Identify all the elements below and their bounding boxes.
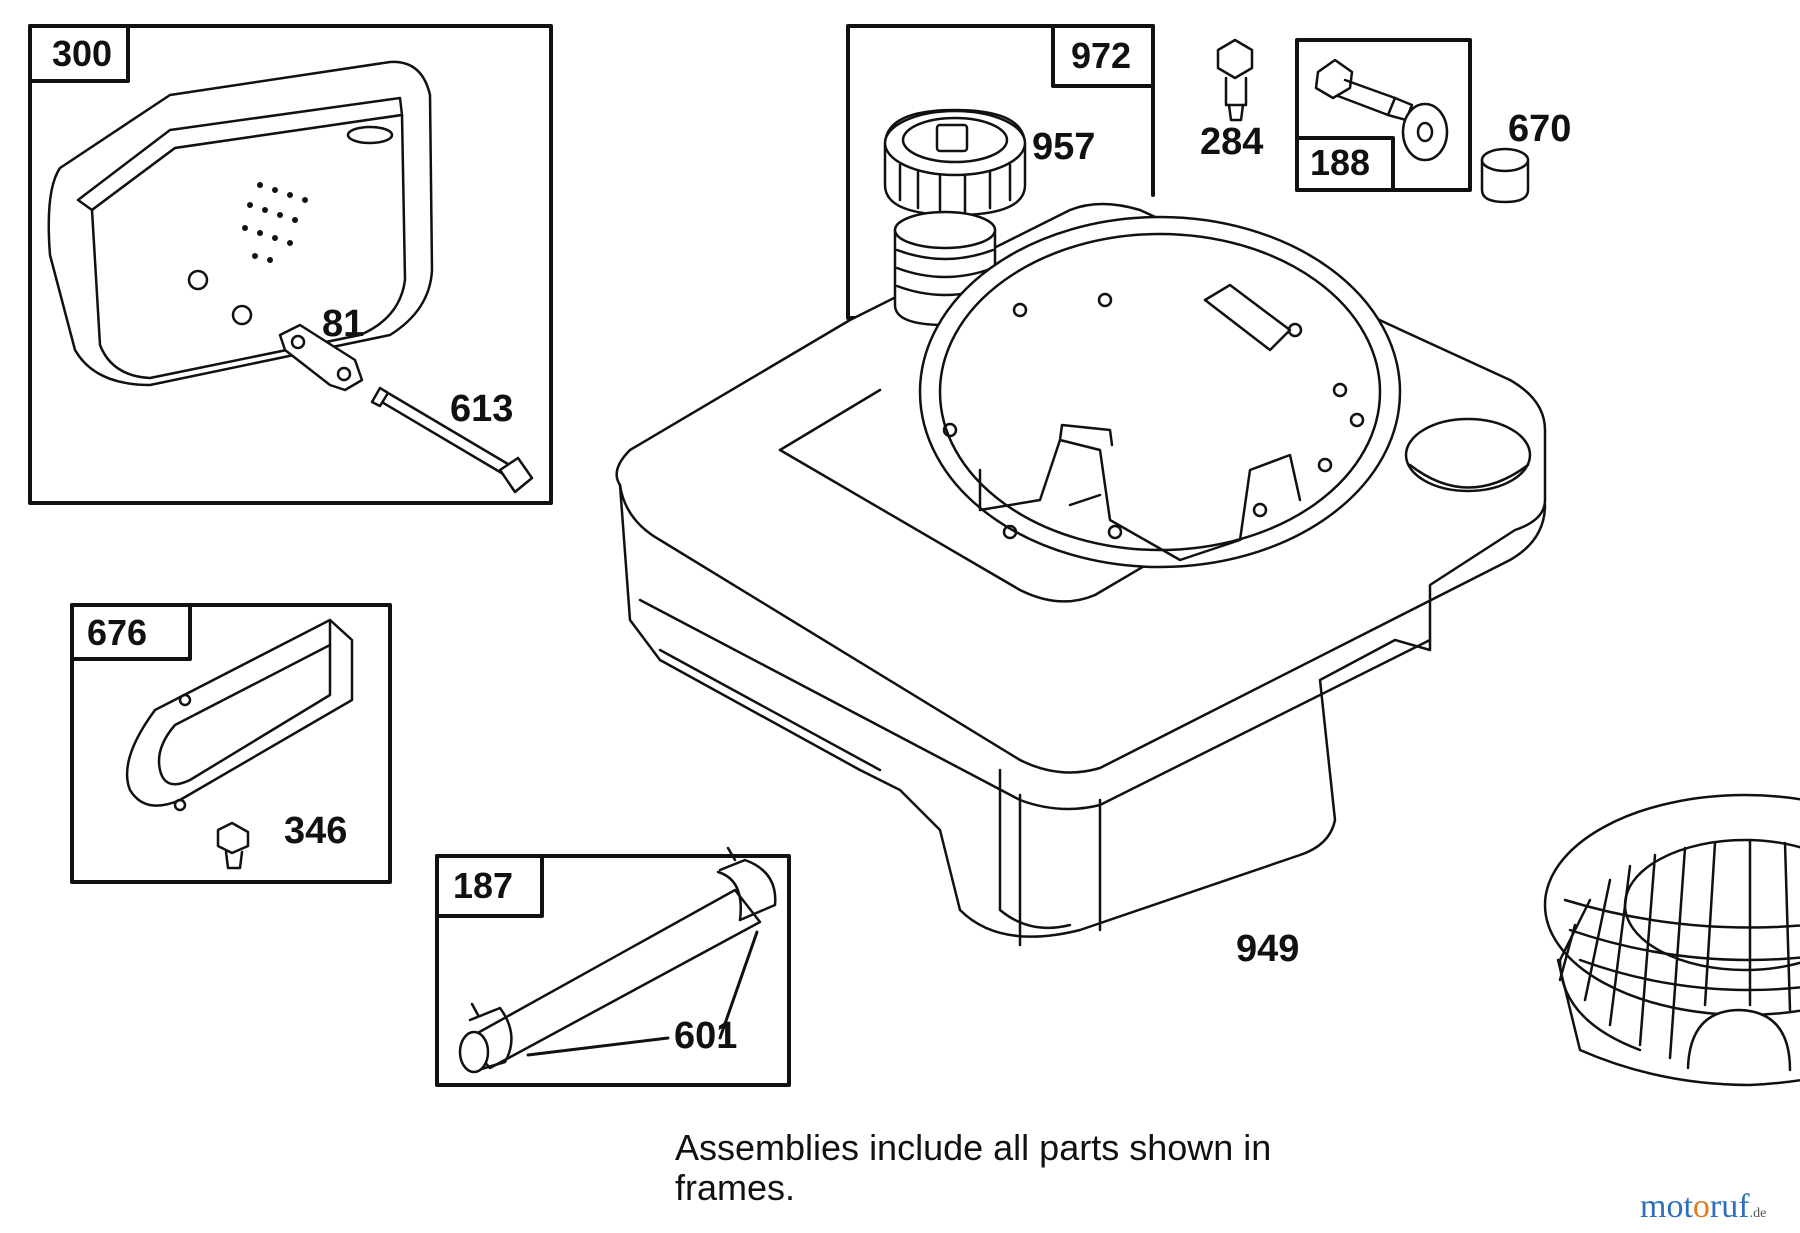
muffler-screw <box>370 386 534 494</box>
callout-957: 957 <box>1032 126 1096 168</box>
fuel-line-leaders <box>526 930 759 1057</box>
exhaust-guard <box>125 618 354 812</box>
muffler <box>47 60 434 387</box>
callout-613: 613 <box>450 388 514 430</box>
callout-284: 284 <box>1200 121 1264 163</box>
spacer <box>1480 147 1530 204</box>
assemblies-note-line-2: frames. <box>675 1167 796 1208</box>
frame-label-972: 972 <box>1071 35 1132 76</box>
fuel-line-assembly-frame <box>435 854 791 1087</box>
lock-plate <box>278 323 364 392</box>
watermark-part-2: o <box>1692 1188 1710 1225</box>
muffler-vent-holes <box>242 182 308 263</box>
callout-81: 81 <box>322 303 365 345</box>
callout-949: 949 <box>1236 928 1300 970</box>
tank-side-opening <box>1404 417 1532 493</box>
frame-label-300: 300 <box>52 33 113 74</box>
muffler-assembly-frame <box>28 24 553 505</box>
watermark-logo: motoruf.de <box>1640 1188 1766 1226</box>
rewind-screen <box>1543 793 1800 1087</box>
rewind-screen-ribs <box>1558 838 1800 1060</box>
watermark-part-1: mot <box>1640 1188 1693 1225</box>
watermark-suffix: .de <box>1749 1206 1767 1221</box>
callout-346: 346 <box>284 810 348 852</box>
stud <box>1216 38 1254 122</box>
tank-cavity <box>918 215 1402 569</box>
callout-601: 601 <box>674 1015 738 1057</box>
frame-label-188: 188 <box>1310 142 1371 183</box>
frame-label-187: 187 <box>453 865 514 906</box>
assemblies-note: Assemblies include all parts shown in fr… <box>675 1128 1395 1208</box>
washer <box>1401 102 1449 162</box>
fuel-line <box>458 846 777 1074</box>
callout-670: 670 <box>1508 108 1572 150</box>
guard-assembly-frame <box>70 603 392 884</box>
frame-label-676: 676 <box>87 612 148 653</box>
guard-screw <box>216 821 250 870</box>
bolt-assembly-frame <box>1295 38 1472 192</box>
assemblies-note-line-1: Assemblies include all parts shown in <box>675 1127 1272 1168</box>
fuel-cap <box>883 108 1027 217</box>
watermark-part-3: ruf <box>1709 1188 1750 1225</box>
shoulder-bolt <box>1314 58 1414 122</box>
